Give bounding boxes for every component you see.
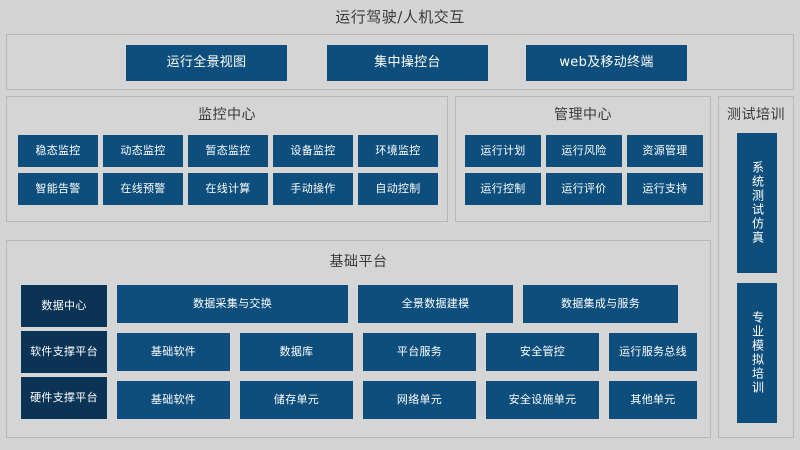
monitor-item-manual-operation[interactable]: 手动操作	[273, 173, 353, 205]
test-training-title: 测试培训	[727, 107, 785, 123]
monitor-item-transient[interactable]: 暂态监控	[188, 135, 268, 167]
base-item-security-facility-unit[interactable]: 安全设施单元	[486, 381, 599, 419]
monitor-item-dynamic[interactable]: 动态监控	[103, 135, 183, 167]
base-item-platform-service[interactable]: 平台服务	[363, 333, 476, 371]
monitor-item-online-warning[interactable]: 在线预警	[103, 173, 183, 205]
base-item-other-unit[interactable]: 其他单元	[609, 381, 697, 419]
base-item-operation-service-bus[interactable]: 运行服务总线	[609, 333, 697, 371]
monitor-center-panel: 监控中心 稳态监控 动态监控 暂态监控 设备监控 环境监控 智能告警 在线预警 …	[6, 96, 448, 222]
management-center-panel: 管理中心 运行计划 运行风险 资源管理 运行控制 运行评价 运行支持	[455, 96, 711, 222]
monitor-item-environment[interactable]: 环境监控	[358, 135, 438, 167]
manage-item-operation-risk[interactable]: 运行风险	[546, 135, 622, 167]
monitor-item-auto-control[interactable]: 自动控制	[358, 173, 438, 205]
test-training-item-professional-simulation-training[interactable]: 专业模拟培训	[737, 283, 777, 423]
base-item-network-unit[interactable]: 网络单元	[363, 381, 476, 419]
monitor-item-smart-alarm[interactable]: 智能告警	[18, 173, 98, 205]
manage-item-operation-evaluation[interactable]: 运行评价	[546, 173, 622, 205]
base-item-data-integration-service[interactable]: 数据集成与服务	[523, 285, 678, 323]
monitor-center-title: 监控中心	[198, 107, 256, 123]
base-item-database[interactable]: 数据库	[240, 333, 353, 371]
monitor-item-equipment[interactable]: 设备监控	[273, 135, 353, 167]
test-training-panel: 测试培训 系统测试仿真 专业模拟培训	[718, 96, 794, 438]
manage-item-operation-control[interactable]: 运行控制	[465, 173, 541, 205]
base-item-basic-software-sw[interactable]: 基础软件	[117, 333, 230, 371]
base-item-basic-software-hw[interactable]: 基础软件	[117, 381, 230, 419]
base-item-security-control[interactable]: 安全管控	[486, 333, 599, 371]
test-training-item-system-test-simulation[interactable]: 系统测试仿真	[737, 133, 777, 273]
base-row-label-data-center[interactable]: 数据中心	[21, 285, 107, 327]
manage-item-operation-support[interactable]: 运行支持	[627, 173, 703, 205]
top-item-central-console[interactable]: 集中操控台	[327, 45, 488, 81]
top-item-web-mobile-terminal[interactable]: web及移动终端	[526, 45, 687, 81]
base-item-panoramic-data-modeling[interactable]: 全景数据建模	[358, 285, 513, 323]
monitor-item-online-calculation[interactable]: 在线计算	[188, 173, 268, 205]
base-platform-panel: 基础平台 数据中心 数据采集与交换 全景数据建模 数据集成与服务 软件支撑平台 …	[6, 240, 711, 438]
base-platform-title: 基础平台	[329, 254, 388, 270]
top-item-panorama-view[interactable]: 运行全景视图	[126, 45, 287, 81]
page-title: 运行驾驶/人机交互	[335, 8, 465, 26]
manage-item-resource-management[interactable]: 资源管理	[627, 135, 703, 167]
base-row-label-software-support-platform[interactable]: 软件支撑平台	[21, 331, 107, 373]
top-layer-panel: 运行全景视图 集中操控台 web及移动终端	[6, 34, 794, 90]
base-row-label-hardware-support-platform[interactable]: 硬件支撑平台	[21, 377, 107, 419]
base-item-storage-unit[interactable]: 储存单元	[240, 381, 353, 419]
management-center-title: 管理中心	[554, 107, 612, 123]
base-item-data-acquisition-exchange[interactable]: 数据采集与交换	[117, 285, 348, 323]
manage-item-operation-plan[interactable]: 运行计划	[465, 135, 541, 167]
monitor-item-steady-state[interactable]: 稳态监控	[18, 135, 98, 167]
